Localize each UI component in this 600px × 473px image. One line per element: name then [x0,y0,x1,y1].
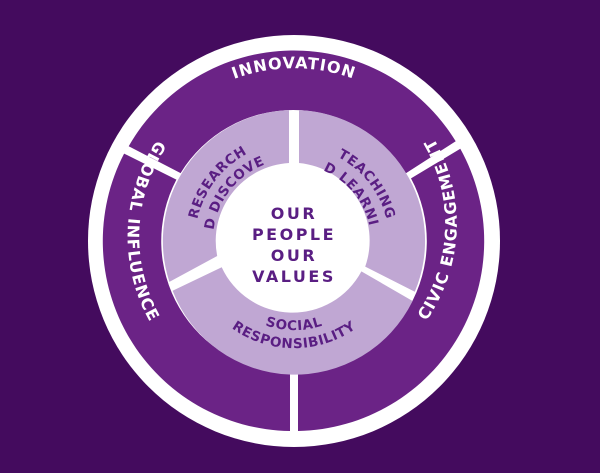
outer-segment-innovation[interactable] [128,50,456,174]
inner-segment-teaching-and-learning[interactable] [299,110,426,292]
outer-segment-civic-engagement[interactable] [298,148,485,432]
center-line-4: VALUES [252,267,336,286]
center-line-3: OUR [271,246,317,265]
label-social-line1: SOCIAL [264,314,324,334]
inner-segment-social-responsibility[interactable] [172,267,413,375]
inner-segment-research-and-discovery[interactable] [162,110,289,282]
center-line-1: OUR [271,204,317,223]
outer-segment-global-influence[interactable] [102,153,291,431]
center-line-2: PEOPLE [252,225,336,244]
